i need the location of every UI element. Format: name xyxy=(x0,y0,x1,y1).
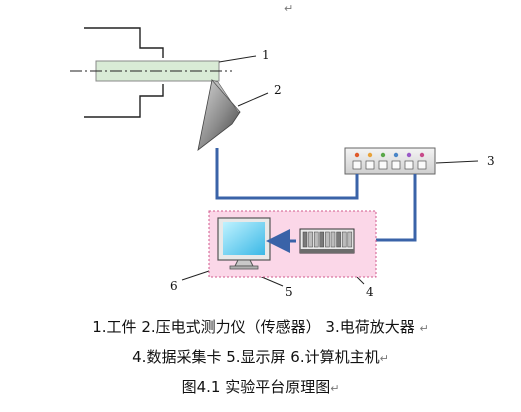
amplifier-indicator xyxy=(354,152,360,158)
cable-sensor-to-amplifier xyxy=(215,148,359,200)
daq-card-modules xyxy=(302,231,353,248)
daq-module xyxy=(313,231,319,248)
daq-module xyxy=(302,231,308,248)
daq-card xyxy=(299,228,355,254)
amplifier-knobs xyxy=(352,152,427,170)
return-mark: ↵ xyxy=(419,322,429,335)
label-5-monitor: 5 xyxy=(285,285,293,299)
monitor-screen xyxy=(223,222,265,255)
return-mark: ↵ xyxy=(330,382,340,395)
caption-line-2: 4.数据采集卡 5.显示屏 6.计算机主机↵ xyxy=(0,346,521,367)
amplifier-connector xyxy=(365,160,375,170)
figure-title: 图4.1 实验平台原理图↵ xyxy=(0,376,521,397)
sensor xyxy=(197,79,241,151)
monitor xyxy=(217,217,271,270)
daq-module xyxy=(319,231,325,248)
label-2-sensor: 2 xyxy=(274,83,282,97)
daq-module xyxy=(341,231,347,248)
caption-line-1-text: 1.工件 2.压电式测力仪（传感器） 3.电荷放大器 xyxy=(92,318,415,336)
daq-module xyxy=(330,231,336,248)
caption-line-1: 1.工件 2.压电式测力仪（传感器） 3.电荷放大器 ↵ xyxy=(0,316,521,337)
amplifier-indicator xyxy=(419,152,425,158)
amplifier-connector xyxy=(391,160,401,170)
daq-module xyxy=(336,231,341,248)
charge-amplifier xyxy=(344,147,436,175)
amplifier-connector xyxy=(417,160,427,170)
daq-module xyxy=(325,231,330,248)
return-mark: ↵ xyxy=(379,352,389,365)
amplifier-indicator xyxy=(406,152,412,158)
amplifier-connector xyxy=(378,160,388,170)
amplifier-connector xyxy=(404,160,414,170)
label-6-computer: 6 xyxy=(170,279,178,293)
label-1-workpiece: 1 xyxy=(262,48,270,62)
cable-amplifier-to-daq xyxy=(348,174,417,252)
figure-title-text: 图4.1 实验平台原理图 xyxy=(181,378,331,396)
caption-line-2-text: 4.数据采集卡 5.显示屏 6.计算机主机 xyxy=(132,348,380,366)
amplifier-connector xyxy=(352,160,362,170)
workpiece-holder xyxy=(84,27,164,118)
daq-module xyxy=(308,231,313,248)
amplifier-indicator xyxy=(393,152,399,158)
amplifier-indicator xyxy=(380,152,386,158)
label-3-amplifier: 3 xyxy=(487,154,495,168)
daq-module xyxy=(347,231,353,248)
amplifier-indicator xyxy=(367,152,373,158)
label-4-daq-card: 4 xyxy=(366,285,374,299)
return-mark-top: ↵ xyxy=(284,2,293,15)
